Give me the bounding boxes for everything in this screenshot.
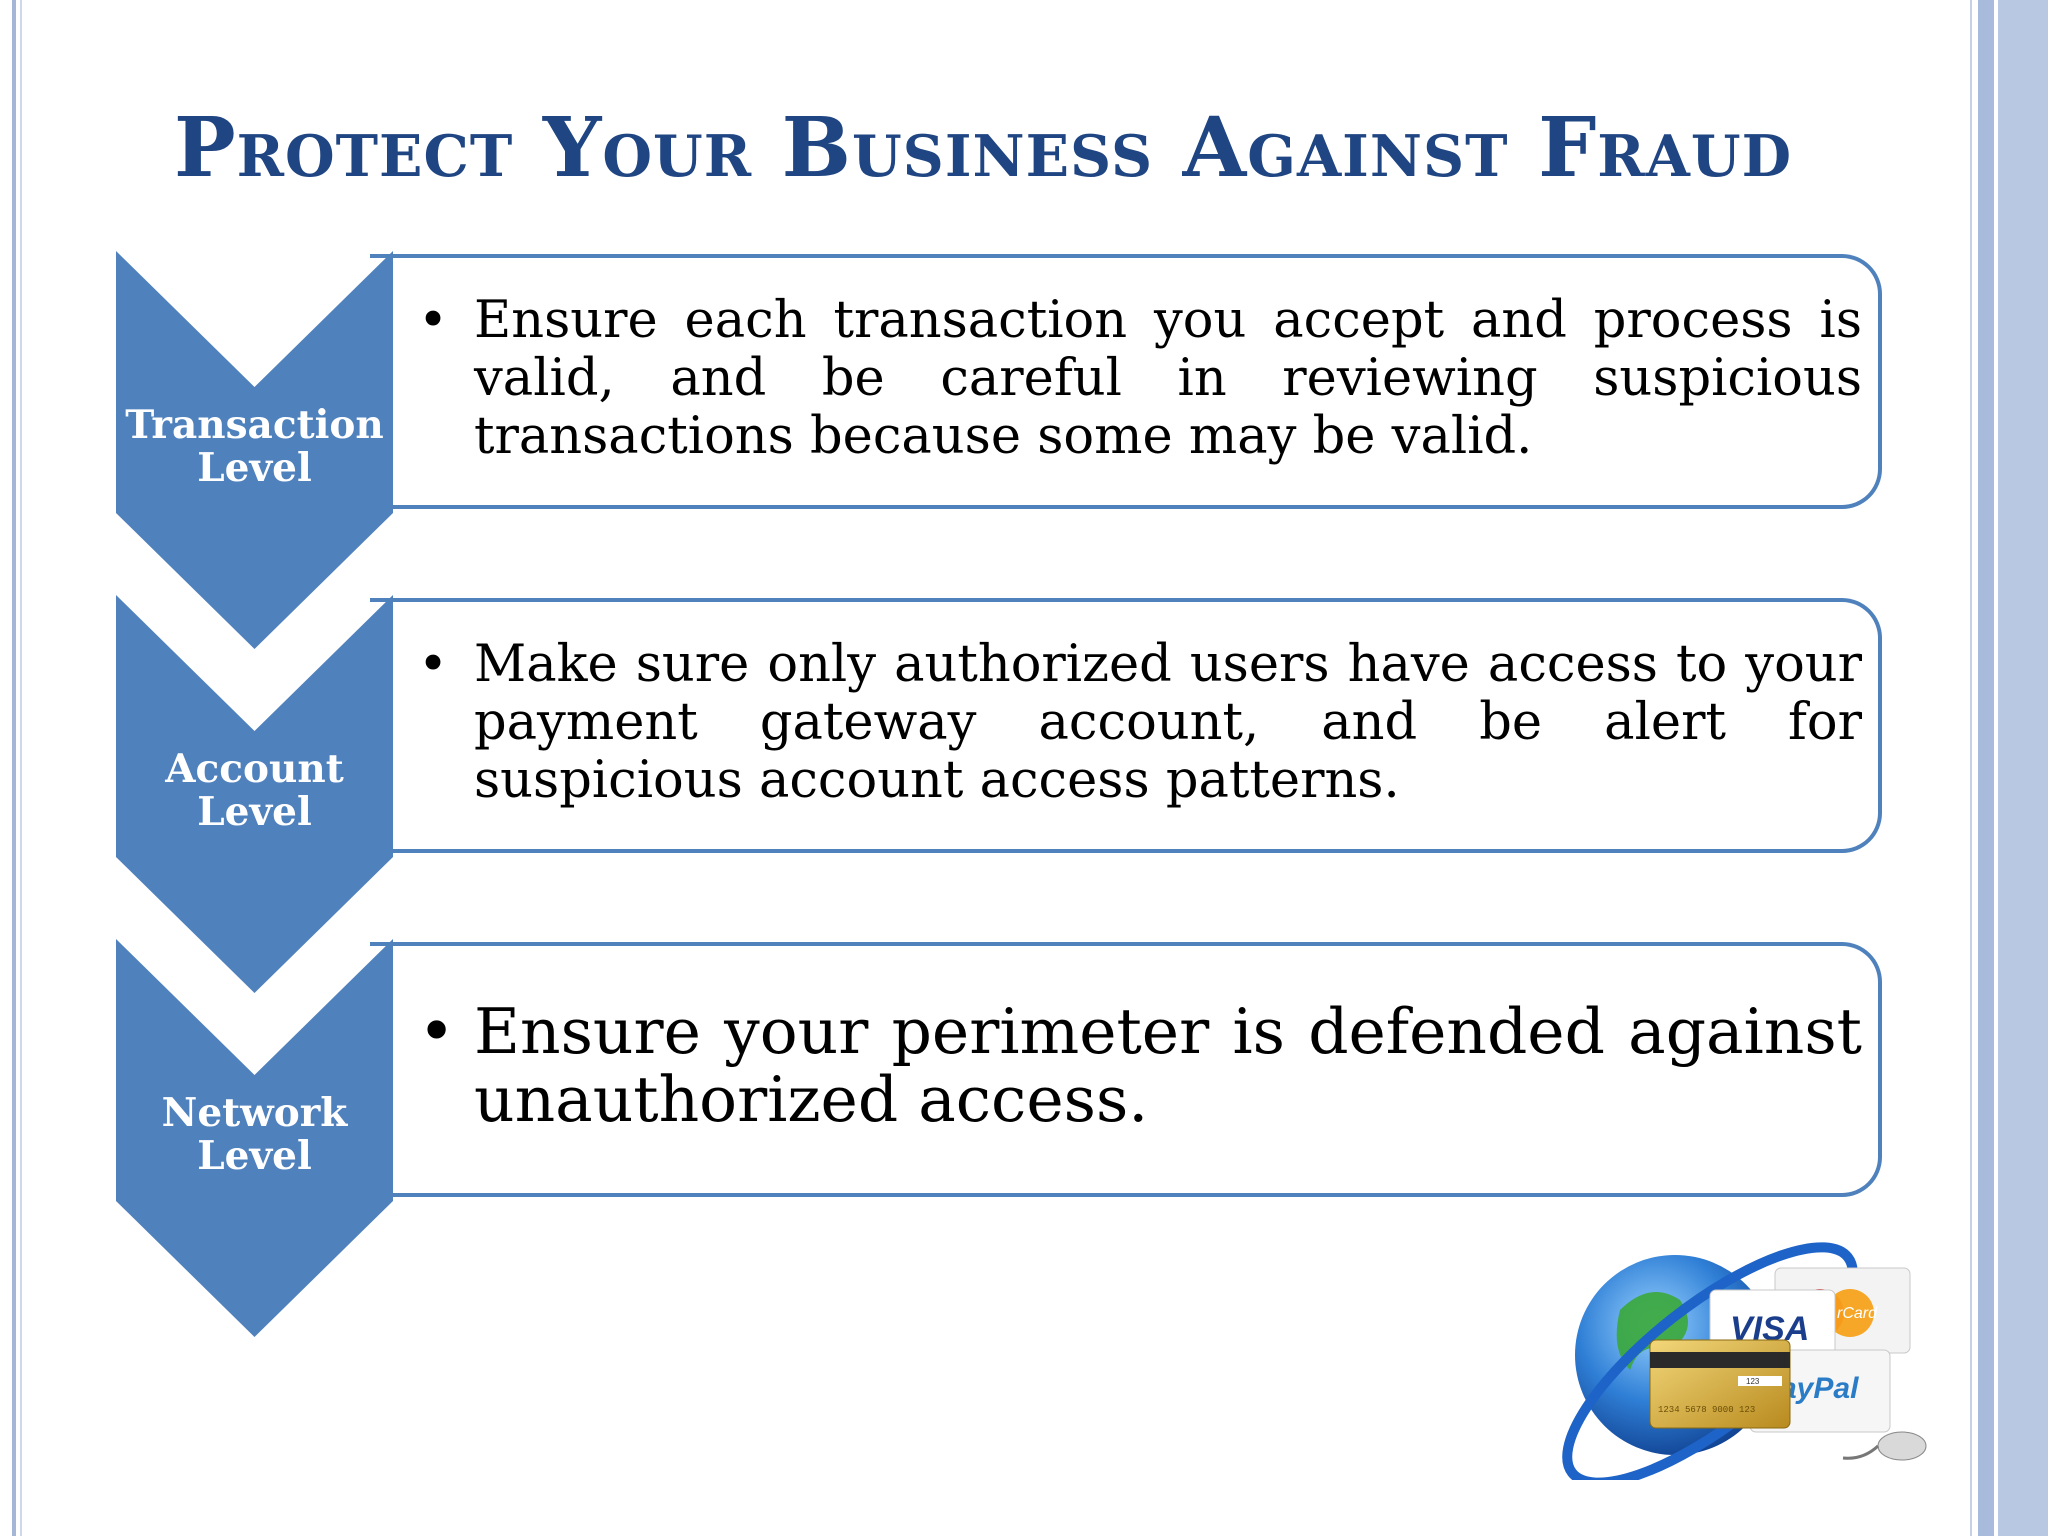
account-level-bullet: • Make sure only authorized users have a… <box>418 636 1862 810</box>
slide-title: Protect Your Business Against Fraud <box>173 100 1793 196</box>
account-level-box <box>370 598 1882 853</box>
bullet-dot: • <box>418 635 449 694</box>
account-level-label: Account Level <box>116 748 393 834</box>
account-level-text: Make sure only authorized users have acc… <box>474 635 1862 810</box>
account-level-label-line2: Level <box>197 789 312 835</box>
frame-left-line-inner <box>20 0 22 1536</box>
network-level-text: Ensure your perimeter is defended agains… <box>474 995 1862 1136</box>
transaction-level-text: Ensure each transaction you accept and p… <box>474 291 1862 466</box>
svg-text:ayPal: ayPal <box>1780 1372 1859 1405</box>
payment-globe-image: rCard VISA ayPal 123 1234 5678 9000 123 <box>1562 1242 1927 1480</box>
frame-left-line <box>12 0 16 1536</box>
svg-text:123: 123 <box>1746 1377 1760 1386</box>
network-level-label-line1: Network <box>161 1090 348 1136</box>
network-level-label: Network Level <box>116 1092 393 1178</box>
bullet-dot: • <box>418 995 456 1068</box>
network-level-label-line2: Level <box>197 1133 312 1179</box>
network-level-bullet: • Ensure your perimeter is defended agai… <box>418 998 1862 1134</box>
network-level-box <box>370 942 1882 1197</box>
transaction-level-label-line1: Transaction <box>125 402 384 448</box>
bullet-dot: • <box>418 291 449 350</box>
transaction-level-bullet: • Ensure each transaction you accept and… <box>418 292 1862 466</box>
transaction-level-label-line2: Level <box>197 445 312 491</box>
mouse-icon <box>1842 1431 1927 1461</box>
frame-right-bars <box>1966 0 2048 1536</box>
account-level-label-line1: Account <box>165 746 344 792</box>
transaction-level-label: Transaction Level <box>116 404 393 490</box>
svg-text:rCard: rCard <box>1837 1305 1878 1322</box>
gold-credit-card: 123 1234 5678 9000 123 <box>1649 1339 1791 1429</box>
transaction-level-box <box>370 254 1882 509</box>
svg-text:1234 5678 9000 123: 1234 5678 9000 123 <box>1658 1405 1755 1415</box>
